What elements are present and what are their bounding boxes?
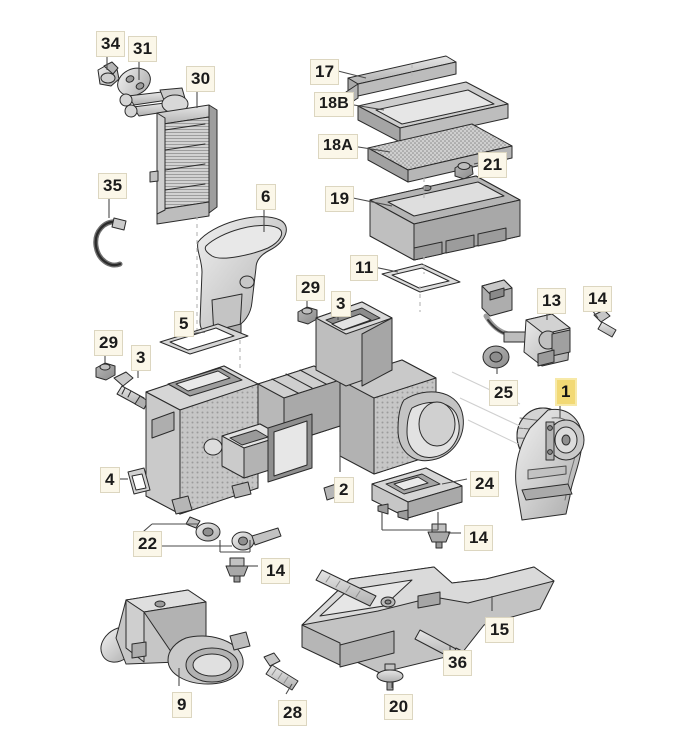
callout-badge-18b[interactable]: 18B xyxy=(314,92,354,117)
part-35-retaining-clip xyxy=(93,217,127,268)
part-21-cap-nut xyxy=(454,162,474,180)
callout-badge-3-left[interactable]: 3 xyxy=(131,345,151,371)
part-4-retaining-clip xyxy=(127,467,151,495)
part-14-rivet-mid xyxy=(427,523,451,549)
callout-badge-14-low[interactable]: 14 xyxy=(261,558,291,584)
part-1-blower-motor xyxy=(515,407,585,521)
callout-badge-4[interactable]: 4 xyxy=(100,467,120,493)
part-25-grommet xyxy=(482,345,510,369)
part-28-screw xyxy=(263,652,299,691)
part-22-bracket-set xyxy=(185,516,282,551)
callout-badge-18a[interactable]: 18A xyxy=(318,134,358,159)
part-19-filter-housing-tray xyxy=(369,175,521,261)
callout-badge-28[interactable]: 28 xyxy=(278,700,308,726)
callout-badge-25[interactable]: 25 xyxy=(489,380,519,406)
callout-badge-29-mid[interactable]: 29 xyxy=(296,275,326,301)
callout-badge-1-highlighted[interactable]: 1 xyxy=(555,378,577,406)
part-9-lower-air-duct xyxy=(100,589,251,685)
part-30-heater-core xyxy=(119,87,218,225)
callout-badge-9[interactable]: 9 xyxy=(172,692,192,718)
part-14-rivet-low xyxy=(225,557,249,583)
callout-badge-5[interactable]: 5 xyxy=(174,311,194,337)
part-18b-dust-filter-frame xyxy=(357,81,509,143)
callout-badge-20[interactable]: 20 xyxy=(384,694,414,720)
callout-badge-11[interactable]: 11 xyxy=(350,255,379,281)
callout-badge-14-right[interactable]: 14 xyxy=(583,286,613,312)
callout-badge-17[interactable]: 17 xyxy=(310,59,340,85)
callout-badge-31[interactable]: 31 xyxy=(128,36,158,62)
callout-badge-6[interactable]: 6 xyxy=(256,184,276,210)
callout-badge-22[interactable]: 22 xyxy=(133,531,163,557)
part-2-main-housing xyxy=(145,301,464,515)
callout-badge-21[interactable]: 21 xyxy=(478,152,508,178)
callout-badge-14-mid[interactable]: 14 xyxy=(464,525,494,551)
callout-badge-30[interactable]: 30 xyxy=(186,66,216,92)
part-13-servo-motor xyxy=(481,279,571,367)
callout-badge-34[interactable]: 34 xyxy=(96,31,126,57)
part-3-bolt-left xyxy=(113,371,149,410)
callout-badge-29-left[interactable]: 29 xyxy=(94,330,124,356)
callout-badge-35[interactable]: 35 xyxy=(98,173,128,199)
callout-badge-24[interactable]: 24 xyxy=(470,471,500,497)
callout-badge-13[interactable]: 13 xyxy=(537,288,567,314)
part-31-pipe-flange-plate xyxy=(117,67,151,97)
callout-badge-2[interactable]: 2 xyxy=(334,477,354,503)
part-11-rectangular-gasket xyxy=(381,263,461,293)
callout-badge-19[interactable]: 19 xyxy=(325,186,355,212)
part-24-control-module-cover xyxy=(371,467,463,521)
part-14-screw-right xyxy=(593,309,617,338)
callout-badge-3-mid[interactable]: 3 xyxy=(331,291,351,317)
callout-badge-15[interactable]: 15 xyxy=(485,617,515,643)
callout-badge-36[interactable]: 36 xyxy=(443,650,473,676)
